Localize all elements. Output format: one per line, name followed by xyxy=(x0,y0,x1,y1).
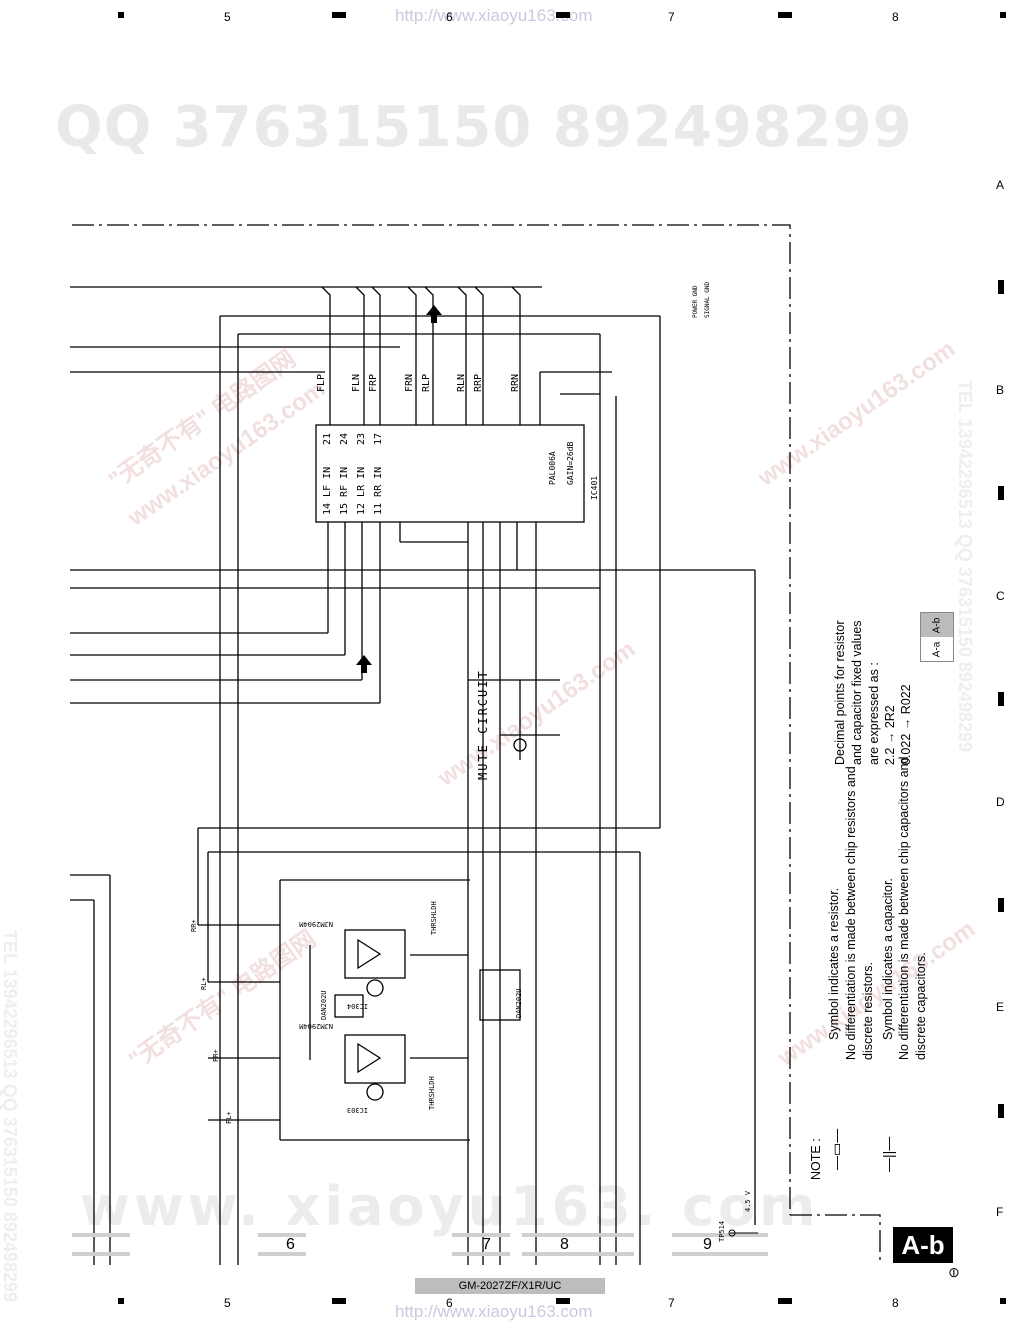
signal-label-rrn: RRN xyxy=(510,373,521,392)
col-7-top: 7 xyxy=(668,10,675,24)
note-resistor-line-3: discrete resistors. xyxy=(861,962,875,1060)
col-8-bottom: 8 xyxy=(892,1296,899,1310)
row-a: A xyxy=(996,178,1005,192)
reg-mark xyxy=(998,692,1004,706)
sheet-badge: A-b xyxy=(893,1227,953,1263)
ic401-gain: GAIN=26dB xyxy=(566,441,575,485)
ic401-pin-21: 21 xyxy=(322,432,333,445)
tp514-label: TP514 xyxy=(718,1220,726,1242)
ic304-label: IC304 xyxy=(346,1002,368,1010)
input-label-rr: RR+ xyxy=(190,919,198,932)
note-decimal-line-5: 0.022 → R022 xyxy=(899,684,913,765)
note-capacitor-line-3: discrete capacitors. xyxy=(914,952,928,1060)
col-5-top: 5 xyxy=(224,10,231,24)
reg-mark xyxy=(118,1298,124,1304)
signal-label-frn: FRN xyxy=(404,373,415,392)
reg-mark xyxy=(998,1104,1004,1118)
signal-label-flp: FLP xyxy=(316,373,327,392)
opamp-label-2: NJM2904M xyxy=(299,1022,333,1030)
ic401-pin-23: 23 xyxy=(356,432,367,445)
ic401-pin-lf: 14 LF IN xyxy=(322,466,333,515)
capacitor-symbol-icon: —||— xyxy=(880,1136,896,1172)
signal-label-frp: FRP xyxy=(368,373,379,392)
reg-mark xyxy=(998,898,1004,912)
footer-url[interactable]: http://www.xiaoyu163.com xyxy=(395,1302,593,1321)
diode-label-2: DAN202U xyxy=(515,988,523,1018)
col-7-bottom: 7 xyxy=(668,1296,675,1310)
ic401-pin-17: 17 xyxy=(373,432,384,445)
reg-mark xyxy=(778,12,792,18)
reg-mark xyxy=(556,12,570,18)
voltage-label: 4.5 V xyxy=(744,1190,752,1212)
signal-label-fln: FLN xyxy=(351,373,362,392)
note-title: NOTE : xyxy=(809,1138,823,1180)
row-f: F xyxy=(996,1205,1004,1219)
resistor-symbol-icon: —▭— xyxy=(828,1128,844,1170)
diode-label-1: DAN202U xyxy=(320,990,328,1020)
ic401-pin-rr: 11 RR IN xyxy=(373,466,384,515)
opamp-label-1: NJM2904M xyxy=(299,920,333,928)
nav-current-sheet[interactable]: A-b xyxy=(921,613,953,637)
header-url[interactable]: http://www.xiaoyu163.com xyxy=(395,6,593,25)
row-b: B xyxy=(996,383,1005,397)
input-label-fl: FL+ xyxy=(225,1111,233,1124)
grid-number-7: 7 xyxy=(482,1236,491,1253)
note-decimal-line-2: and capacitor fixed values xyxy=(850,620,864,765)
reg-mark xyxy=(778,1298,792,1304)
reg-mark xyxy=(118,12,124,18)
row-d: D xyxy=(996,795,1005,809)
ic401-pin-24: 24 xyxy=(339,432,350,445)
ic401-part: PAL006A xyxy=(548,451,557,485)
reg-mark xyxy=(1000,12,1006,18)
ground-label-signal: SIGNAL GND xyxy=(704,281,711,318)
note-decimal-line-3: are expressed as : xyxy=(867,662,881,765)
input-label-rl: RL+ xyxy=(200,977,208,990)
col-6-top: 6 xyxy=(446,10,453,24)
ground-label-power: POWER GND xyxy=(692,285,699,318)
col-8-top: 8 xyxy=(892,10,899,24)
ic401-pin-rf: 15 RF IN xyxy=(339,466,350,515)
model-number: GM-2027ZF/X1R/UC xyxy=(415,1278,605,1294)
note-resistor-line-2: No differentiation is made between chip … xyxy=(844,766,858,1060)
col-6-bottom: 6 xyxy=(446,1296,453,1310)
note-resistor-line-1: Symbol indicates a resistor. xyxy=(827,887,841,1040)
input-label-fr: FR+ xyxy=(212,1049,220,1062)
note-capacitor-line-2: No differentiation is made between chip … xyxy=(897,756,911,1060)
signal-label-rln: RLN xyxy=(456,373,467,392)
grid-number-6: 6 xyxy=(286,1236,295,1253)
grid-number-9: 9 xyxy=(703,1236,712,1253)
ic401-pin-lr: 12 LR IN xyxy=(356,466,367,515)
signal-label-rlp: RLP xyxy=(421,373,432,392)
ic303-label: IC303 xyxy=(346,1106,368,1114)
reg-mark xyxy=(332,1298,346,1304)
reg-mark xyxy=(332,12,346,18)
row-e: E xyxy=(996,1000,1005,1014)
mute-circuit-label: MUTE CIRCUIT xyxy=(476,669,490,780)
thresh-label-1: THRSHLDH xyxy=(430,901,438,935)
note-decimal-line-1: Decimal points for resistor xyxy=(833,620,847,766)
reg-mark xyxy=(1000,1298,1006,1304)
reg-mark xyxy=(556,1298,570,1304)
col-5-bottom: 5 xyxy=(224,1296,231,1310)
corner-mark: ⊖ xyxy=(946,1266,963,1279)
signal-label-rrp: RRP xyxy=(473,373,484,392)
note-decimal-line-4: 2.2 → 2R2 xyxy=(883,705,897,765)
ic401-ref: IC401 xyxy=(590,475,599,500)
reg-mark xyxy=(998,280,1004,294)
grid-number-8: 8 xyxy=(560,1236,569,1253)
nav-previous-sheet[interactable]: A-a xyxy=(931,641,943,657)
thresh-label-2: THRSHLDH xyxy=(428,1076,436,1110)
sheet-navigator: A-b A-a xyxy=(920,612,954,662)
row-c: C xyxy=(996,589,1005,603)
note-capacitor-line-1: Symbol indicates a capacitor. xyxy=(881,878,895,1040)
reg-mark xyxy=(998,486,1004,500)
